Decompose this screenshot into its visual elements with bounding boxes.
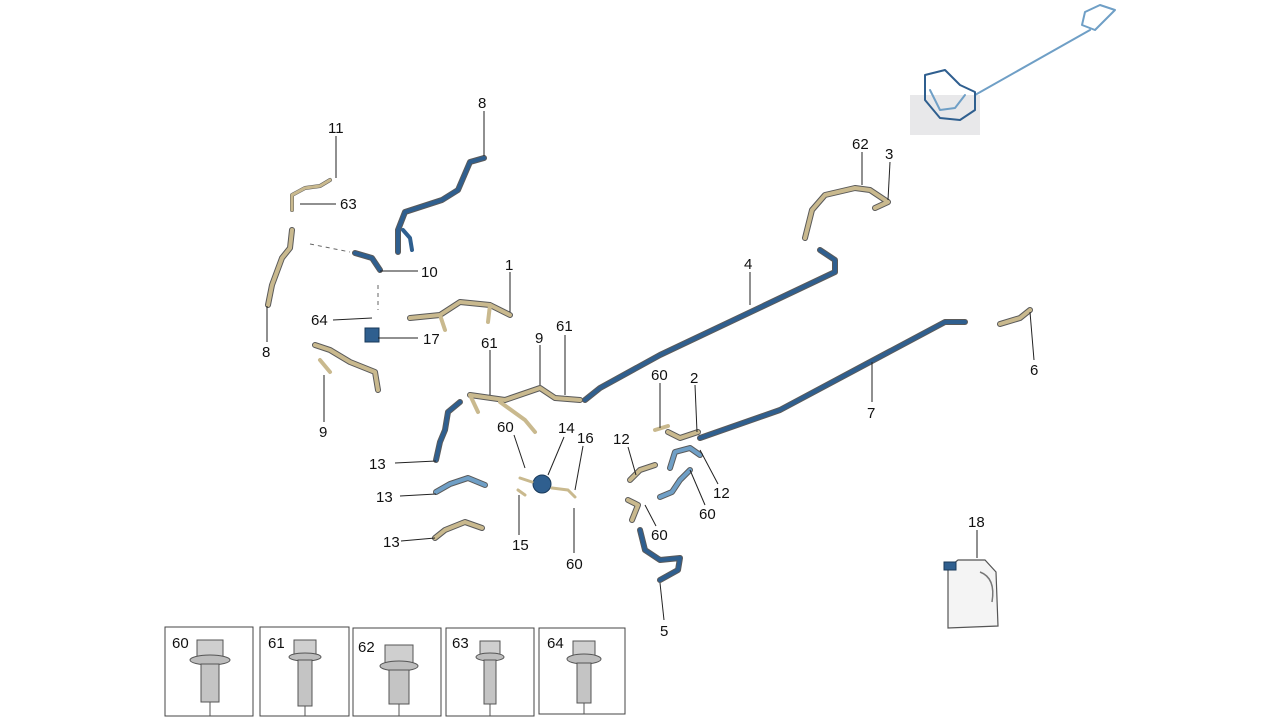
pipe-1 [407,299,513,332]
pipe-8-upper [395,155,487,255]
pipe-12-right [657,445,703,500]
pipe-13-middle [433,475,488,495]
callout-5: 5 [660,623,668,640]
pipe-assembly-left [265,178,332,308]
bolt-legend: 60 61 62 63 [164,626,626,717]
leader-lines [266,111,1035,621]
pipe-9-center [467,385,583,434]
bolt-label-64: 64 [547,635,564,652]
pump-14 [516,474,577,499]
bolt-box-62: 62 [352,627,442,717]
pipe-5 [637,527,683,583]
callout-12-left: 12 [613,431,630,448]
callout-60-lower: 60 [566,556,583,573]
callout-60-bottom: 60 [651,527,668,544]
bolt-label-63: 63 [452,635,469,652]
callout-1: 1 [505,257,513,274]
callout-17: 17 [423,331,440,348]
pipe-12-left [625,462,658,523]
callout-13-lower: 13 [383,534,400,551]
pipe-4 [582,247,838,403]
pipe-10 [309,243,383,310]
callout-63: 63 [340,196,357,213]
callout-11: 11 [328,120,344,137]
clip-17 [364,327,380,343]
callout-9-left: 9 [319,424,327,441]
bolt-box-63: 63 [445,627,535,717]
bolt-box-64: 64 [538,627,626,715]
callout-60-center: 60 [497,419,514,436]
pipe-9-left [312,342,381,393]
bolt-label-62: 62 [358,639,375,656]
vehicle-overview-thumbnail [910,4,1116,135]
callout-7: 7 [867,405,875,422]
callout-10: 10 [421,264,438,281]
bolt-box-61: 61 [259,626,350,717]
pipe-2 [653,424,701,441]
callout-9-center: 9 [535,330,543,347]
callout-16: 16 [577,430,594,447]
callout-62: 62 [852,136,869,153]
callout-6: 6 [1030,362,1038,379]
callout-60-upper: 60 [651,367,668,384]
callout-15: 15 [512,537,529,554]
callout-3: 3 [885,146,893,163]
callout-18: 18 [968,514,985,531]
callout-12-right: 12 [713,485,730,502]
pipe-7 [697,319,968,441]
callout-13-upper: 13 [369,456,386,473]
callout-60-right: 60 [699,506,716,523]
callout-14: 14 [558,420,575,437]
callout-labels: 11 8 63 10 1 64 17 8 9 61 9 61 4 62 3 60… [262,95,1038,640]
bolt-label-60: 60 [172,635,189,652]
callout-61-left: 61 [481,335,498,352]
fluid-container-18 [943,559,999,629]
callout-4: 4 [744,256,752,273]
pipe-13-upper [433,399,463,463]
pipe-6 [997,307,1033,327]
callout-8-top: 8 [478,95,486,112]
pipe-3 [802,185,891,241]
callout-64: 64 [311,312,328,329]
callout-8-left: 8 [262,344,270,361]
bolt-label-61: 61 [268,635,285,652]
pipe-13-lower [432,519,485,541]
callout-61-right: 61 [556,318,573,335]
callout-13-middle: 13 [376,489,393,506]
callout-2: 2 [690,370,698,387]
bolt-box-60: 60 [164,626,254,717]
